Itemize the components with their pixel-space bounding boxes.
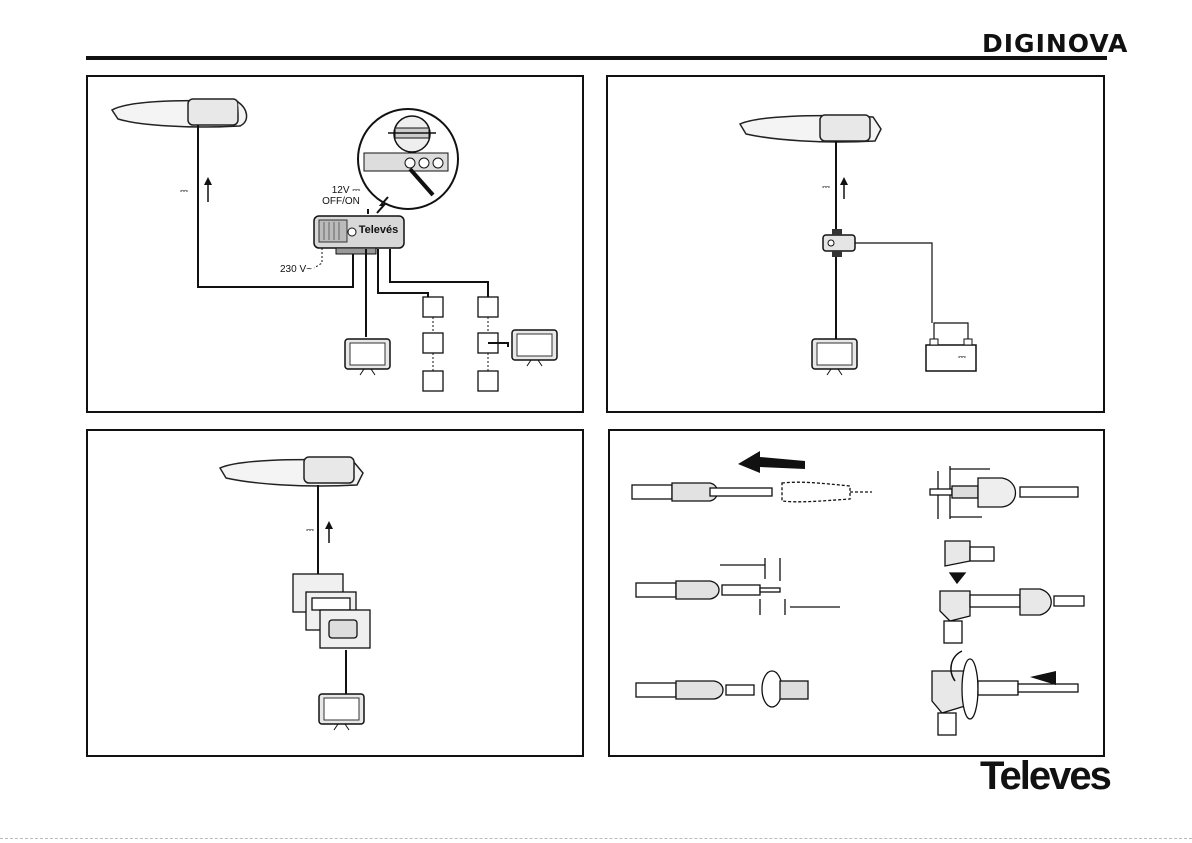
tv-icon [345, 339, 390, 375]
antenna-icon [112, 99, 247, 127]
cable-strip-step-icon [632, 482, 872, 502]
mains-label: 230 V~ [276, 264, 316, 275]
panel-amplifier-installation: ⎓ 12V ⎓ OFF/ON Televés 230 V~ [86, 75, 584, 413]
televes-logo: Televes [980, 754, 1110, 799]
receiver-installation-diagram [88, 431, 586, 759]
push-arrow-icon [1030, 671, 1056, 685]
magnifier-detail-icon [358, 109, 458, 209]
cable-measure-step-icon [636, 558, 840, 615]
connector-assembly-diagram [610, 431, 1107, 759]
power-inserter-diagram [608, 77, 1107, 415]
tv-icon [512, 330, 557, 366]
angle-connector-icon [940, 541, 1084, 643]
power-inserter-icon [823, 229, 855, 257]
header-rule [86, 56, 1107, 60]
receiver-devices-icon [293, 574, 370, 648]
battery-icon [926, 323, 976, 371]
tv-icon [319, 694, 364, 730]
amplifier-installation-diagram [88, 77, 586, 415]
amplifier-brand-label: Televés [356, 225, 401, 236]
pull-arrow-icon [738, 451, 805, 473]
panel-power-inserter-installation: ⎓ ⎓ [606, 75, 1105, 413]
dc-symbol-label: ⎓ [300, 525, 320, 536]
page-edge [0, 838, 1192, 839]
antenna-icon [220, 457, 363, 486]
antenna-icon [740, 115, 881, 142]
connector-dimension-icon [930, 466, 1078, 519]
panel-connector-assembly [608, 429, 1105, 757]
panel-receiver-installation: ⎓ [86, 429, 584, 757]
diginova-logo: DIGINOVA [982, 29, 1128, 58]
dc-symbol-label: ⎓ [174, 186, 194, 197]
tighten-connector-icon [932, 659, 1078, 735]
cable-ring-step-icon [636, 671, 808, 707]
power-label-12v: 12V ⎓ [326, 185, 366, 196]
tv-icon [812, 339, 857, 375]
power-label-offon: OFF/ON [316, 196, 366, 207]
battery-dc-label: ⎓ [954, 352, 970, 363]
dc-symbol-label: ⎓ [816, 182, 836, 193]
wall-socket-icon [423, 297, 498, 391]
